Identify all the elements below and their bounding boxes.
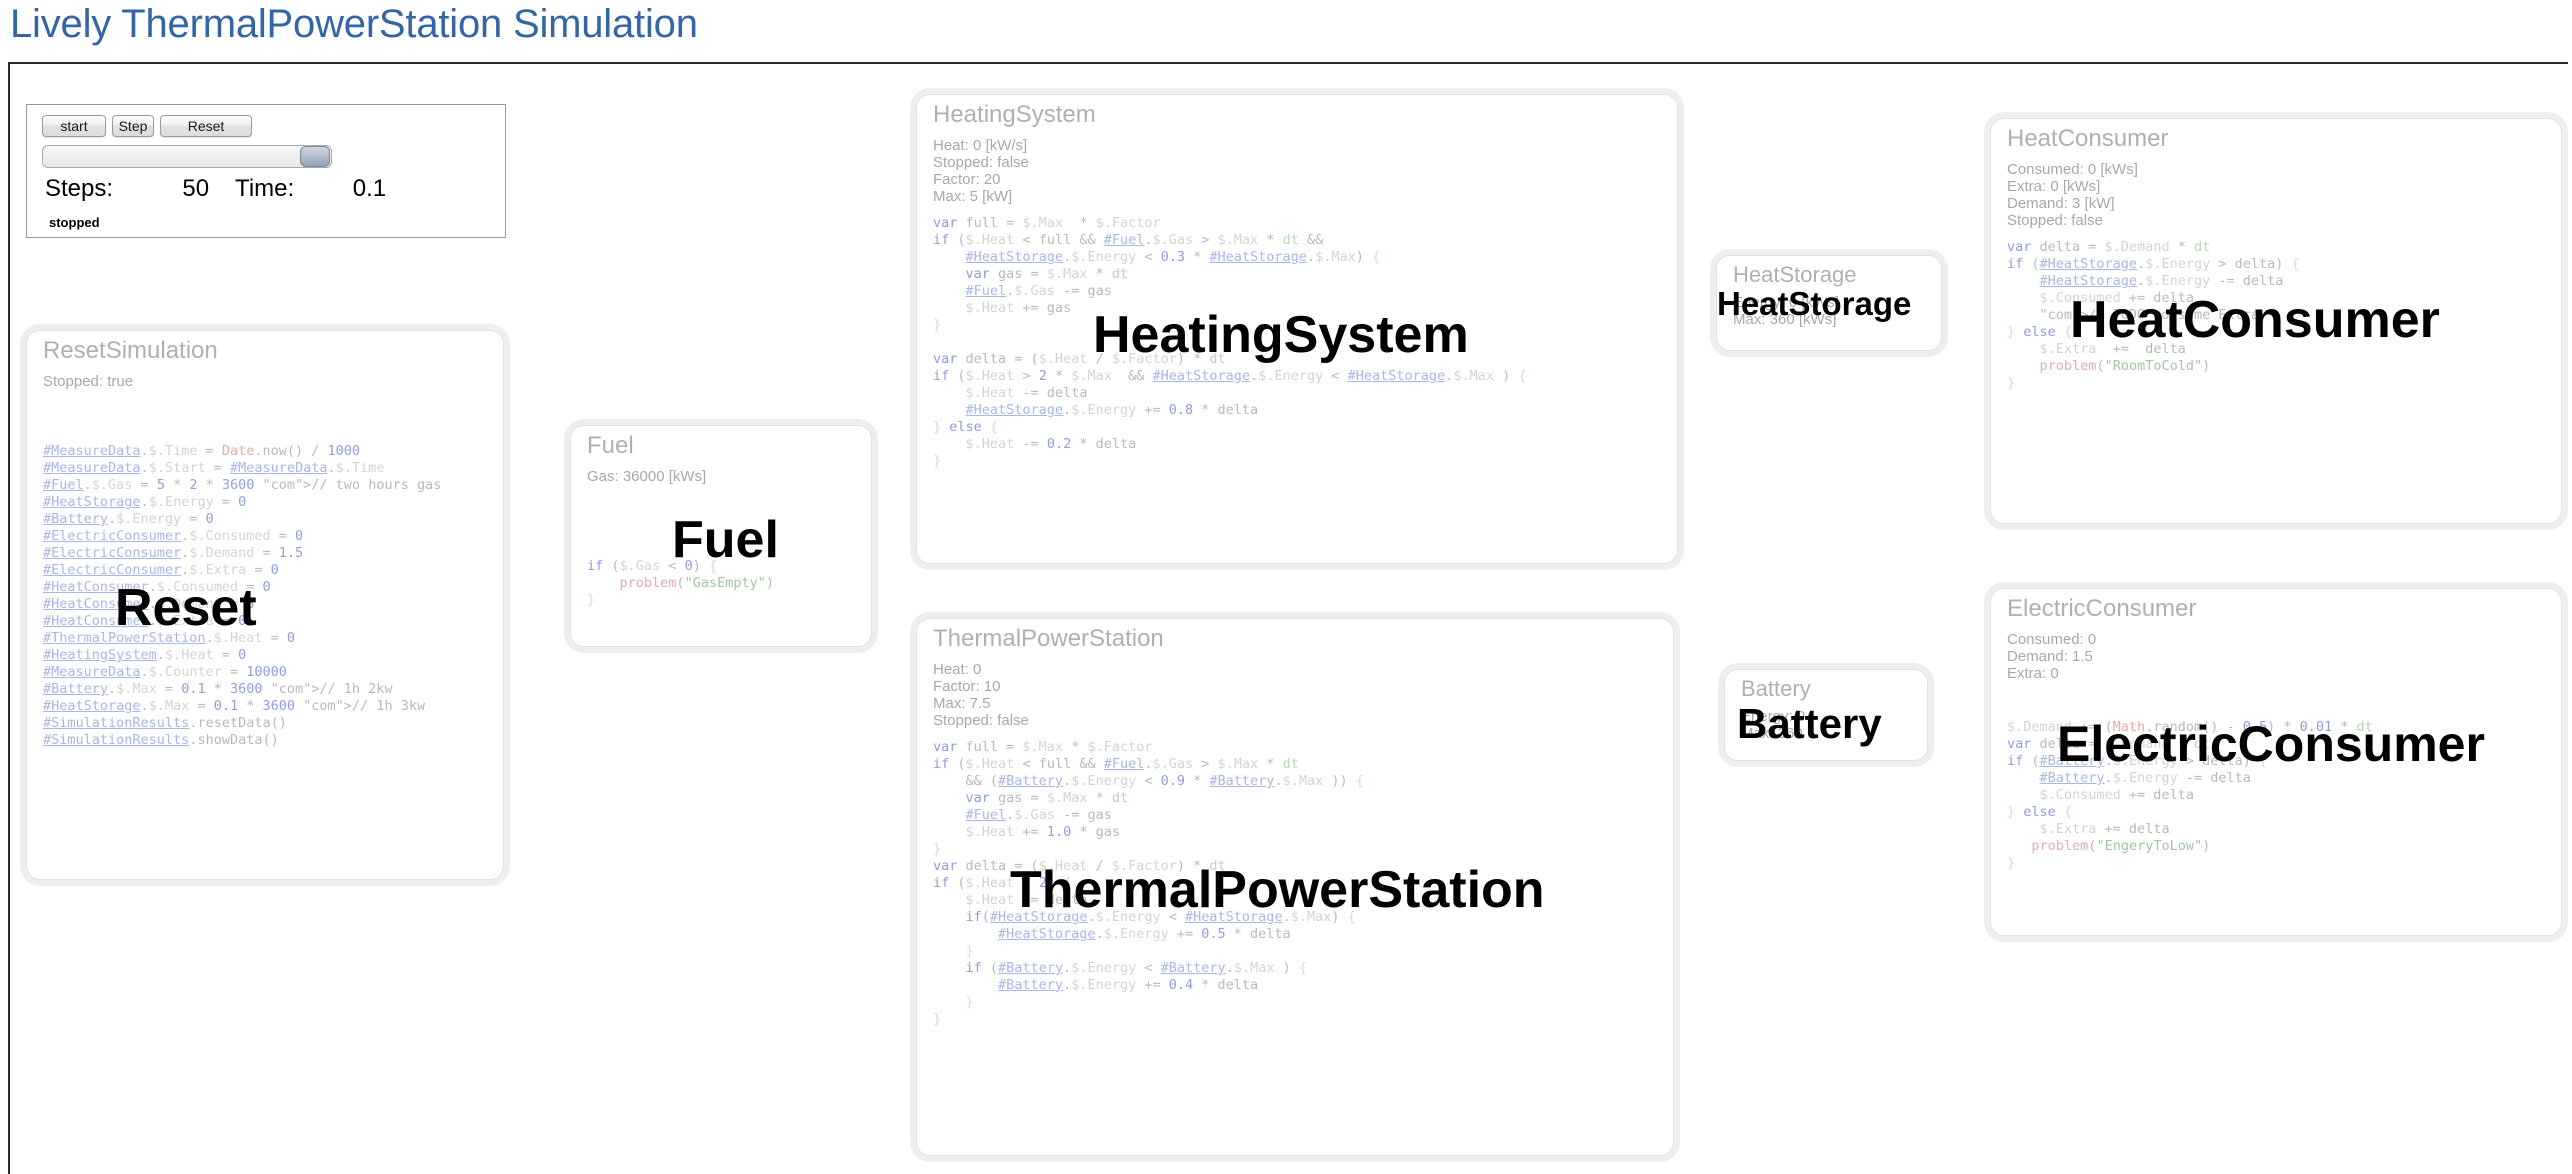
card-title: ResetSimulation — [43, 337, 218, 364]
card-title: HeatStorage — [1733, 262, 1857, 287]
card-title: HeatConsumer — [2007, 125, 2169, 152]
card-title: ElectricConsumer — [2007, 595, 2197, 622]
card-properties: Gas: 36000 [kWs] — [587, 468, 707, 485]
step-button[interactable]: Step — [112, 115, 154, 137]
card-heat-consumer[interactable]: HeatConsumer Consumed: 0 [kWs] Extra: 0 … — [1990, 118, 2562, 524]
reset-button[interactable]: Reset — [160, 115, 252, 137]
card-heating-system[interactable]: HeatingSystem Heat: 0 [kW/s] Stopped: fa… — [916, 94, 1678, 564]
slider-thumb[interactable] — [300, 146, 330, 167]
card-properties: Consumed: 0 Demand: 1.5 Extra: 0 — [2007, 631, 2097, 682]
card-code: var full = $.Max * $.Factor if ($.Heat <… — [933, 739, 1364, 1027]
card-properties: Energy: 0 Max: 360 — [1741, 708, 1806, 742]
card-code: $.Demand += (Math.random() - 0.5) * 0.01… — [2007, 719, 2373, 871]
card-code: #MeasureData.$.Time = Date.now() / 1000 … — [43, 443, 442, 748]
time-label: Time: — [235, 175, 295, 202]
page-title: Lively ThermalPowerStation Simulation — [10, 2, 698, 46]
card-code: if ($.Gas < 0) { problem("GasEmpty") } — [587, 558, 774, 608]
card-code: var full = $.Max * $.Factor if ($.Heat <… — [933, 215, 1527, 469]
card-properties: Heat: 0 [kW/s] Stopped: false Factor: 20… — [933, 137, 1029, 205]
control-button-row: start Step Reset — [42, 115, 252, 137]
card-title: HeatingSystem — [933, 101, 1096, 128]
steps-value: 50 — [182, 175, 210, 202]
card-title: Battery — [1741, 676, 1811, 701]
card-reset-simulation[interactable]: ResetSimulation Stopped: true #MeasureDa… — [26, 330, 504, 880]
time-value: 0.1 — [352, 175, 387, 202]
card-battery[interactable]: Battery Energy: 0 Max: 360 — [1724, 669, 1928, 761]
card-fuel[interactable]: Fuel Gas: 36000 [kWs] if ($.Gas < 0) { p… — [570, 425, 872, 647]
card-properties: Consumed: 0 [kWs] Extra: 0 [kWs] Demand:… — [2007, 161, 2138, 229]
simulation-control-panel: start Step Reset Steps: 50 Time: 0.1 stopped — [26, 104, 506, 238]
steps-label: Steps: — [45, 175, 114, 202]
card-heat-storage[interactable]: HeatStorage Energy: 0 [kWs] Max: 360 [kW… — [1716, 255, 1942, 351]
card-thermal-power-station[interactable]: ThermalPowerStation Heat: 0 Factor: 10 M… — [916, 618, 1674, 1156]
speed-slider[interactable] — [42, 145, 332, 168]
start-button[interactable]: start — [42, 115, 106, 137]
card-code: var delta = $.Demand * dt if (#HeatStora… — [2007, 239, 2300, 391]
card-properties: Heat: 0 Factor: 10 Max: 7.5 Stopped: fal… — [933, 661, 1029, 729]
card-properties: Stopped: true — [43, 373, 134, 390]
card-properties: Energy: 0 [kWs] Max: 360 [kWs] — [1733, 294, 1839, 328]
card-title: ThermalPowerStation — [933, 625, 1164, 652]
simulation-readout: Steps: 50 Time: 0.1 — [45, 175, 386, 203]
card-title: Fuel — [587, 432, 634, 459]
status-text: stopped — [49, 215, 100, 230]
card-electric-consumer[interactable]: ElectricConsumer Consumed: 0 Demand: 1.5… — [1990, 588, 2562, 936]
